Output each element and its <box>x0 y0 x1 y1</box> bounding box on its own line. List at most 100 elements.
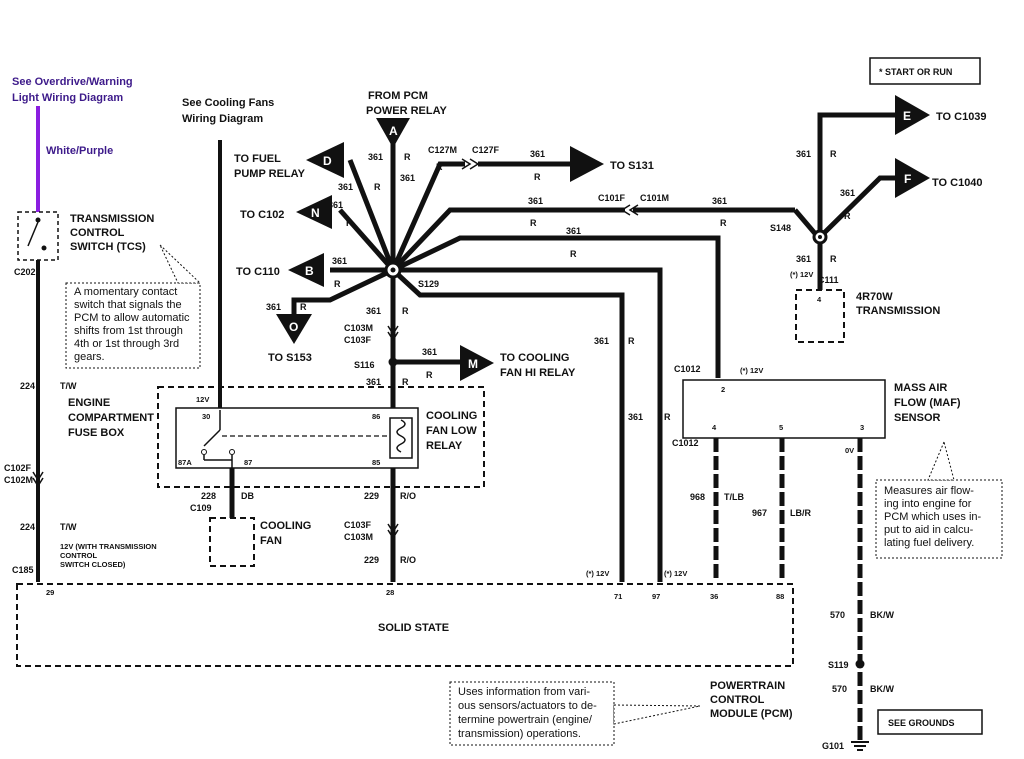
pcm-relay-line1: FROM PCM <box>368 90 428 102</box>
fuel-pump-relay-line1: TO FUEL <box>234 153 281 165</box>
transmission-box <box>795 289 845 343</box>
r-label: R <box>844 211 851 221</box>
pcm-pin-36: 36 <box>710 592 718 601</box>
trans-pin-label: 4 <box>817 295 822 304</box>
c103m-label: C103M <box>344 532 373 542</box>
c102m-label: C102M <box>4 475 33 485</box>
maf-line2: FLOW (MAF) <box>894 397 961 409</box>
wire-to-maf <box>391 235 721 378</box>
r-label: R <box>346 218 353 228</box>
circuit-361-label: 361 <box>840 188 855 198</box>
circuit-229-label: 229 <box>364 555 379 565</box>
overdrive-ref-line2: Light Wiring Diagram <box>12 92 123 104</box>
circuit-570-label: 570 <box>830 610 845 620</box>
pcm-note-line: termine powertrain (engine/ <box>458 714 593 726</box>
relay-contact-arm <box>203 429 221 447</box>
circuit-968-label: 968 <box>690 492 705 502</box>
circuit-570-label: 570 <box>832 684 847 694</box>
fuse-box-line2: COMPARTMENT <box>68 412 154 424</box>
bkw-label: BK/W <box>870 684 894 694</box>
tcs-voltage-line: SWITCH CLOSED) <box>60 560 126 569</box>
r-label: R <box>402 306 409 316</box>
pcm-pin-97: 97 <box>652 592 660 601</box>
circuit-228-label: 228 <box>201 491 216 501</box>
splice-s119 <box>855 659 865 669</box>
fuse-box-outline <box>157 386 485 488</box>
maf-pin-2: 2 <box>721 385 725 394</box>
ro-label: R/O <box>400 491 416 501</box>
maf-voltage-label: (*) 12V <box>740 366 763 375</box>
circuit-361-label: 361 <box>400 173 415 183</box>
c1012-label: C1012 <box>674 364 701 374</box>
tcs-note-line: switch that signals the <box>74 299 182 311</box>
r-label: R <box>374 182 381 192</box>
maf-pin-3: 3 <box>860 423 864 432</box>
to-s131-label: TO S131 <box>610 160 654 172</box>
trans-voltage-label: (*) 12V <box>790 270 813 279</box>
relay-coil <box>389 417 413 459</box>
circuit-361-label: 361 <box>422 347 437 357</box>
pin-86-label: 86 <box>372 412 380 421</box>
maf-note-line: lating fuel delivery. <box>884 537 974 549</box>
wire-to-fuel-pump-relay <box>347 159 396 271</box>
tw-label: T/W <box>60 522 77 532</box>
to-c1039-label: TO C1039 <box>936 111 987 123</box>
connector-f-letter: F <box>904 172 911 186</box>
maf-pin-4: 4 <box>712 423 717 432</box>
tcs-note-line: shifts from 1st through <box>74 325 183 337</box>
c127f-label: C127F <box>472 145 500 155</box>
c103m-label: C103M <box>344 323 373 333</box>
pcm-71-voltage: (*) 12V <box>586 569 609 578</box>
pin-87-label: 87 <box>244 458 252 467</box>
pcm-line1: POWERTRAIN <box>710 680 785 692</box>
pcm-note-line: ous sensors/actuators to de- <box>458 700 597 712</box>
maf-note-line: put to aid in calcu- <box>884 524 974 536</box>
wire-to-c102 <box>338 208 395 272</box>
fuel-pump-relay-line2: PUMP RELAY <box>234 168 306 180</box>
c202-label: C202 <box>14 267 36 277</box>
circuit-361-label: 361 <box>332 256 347 266</box>
overdrive-ref-line1: See Overdrive/Warning <box>12 76 133 88</box>
tlb-label: T/LB <box>724 492 744 502</box>
r-label: R <box>402 377 409 387</box>
pin-85-label: 85 <box>372 458 380 467</box>
relay-line1: COOLING <box>426 410 477 422</box>
circuit-361-label: 361 <box>366 306 381 316</box>
tcs-switch-contact <box>27 221 39 247</box>
r-label: R <box>404 152 411 162</box>
pcm-pin-88: 88 <box>776 592 784 601</box>
c111-label: C111 <box>818 275 839 285</box>
circuit-361-label: 361 <box>566 226 581 236</box>
connector-o-arrow <box>276 314 312 344</box>
white-purple-wire-label: White/Purple <box>46 145 113 157</box>
bkw-label: BK/W <box>870 610 894 620</box>
g101-label: G101 <box>822 741 844 751</box>
circuit-361-label: 361 <box>796 254 811 264</box>
r-label: R <box>664 412 671 422</box>
c127m-label: C127M <box>428 145 457 155</box>
relay-line2: FAN LOW <box>426 425 477 437</box>
c102f-label: C102F <box>4 463 32 473</box>
maf-note-line: Measures air flow- <box>884 485 974 497</box>
wire-to-s148 <box>391 207 625 272</box>
connector-e-letter: E <box>903 109 911 123</box>
pin-30-label: 30 <box>202 412 210 421</box>
wire-to-s153 <box>291 267 395 316</box>
tcs-note-line: gears. <box>74 351 105 363</box>
lbr-label: LB/R <box>790 508 811 518</box>
tcs-line1: TRANSMISSION <box>70 213 154 225</box>
r-label: R <box>300 302 307 312</box>
connector-e-arrow <box>895 95 930 135</box>
maf-sensor-box <box>682 379 886 439</box>
r-label: R <box>628 336 635 346</box>
circuit-361-label: 361 <box>328 200 343 210</box>
tcs-line2: CONTROL <box>70 227 125 239</box>
connector-b-arrow <box>288 253 324 287</box>
c103f-label: C103F <box>344 520 372 530</box>
tcs-line3: SWITCH (TCS) <box>70 241 146 253</box>
trans-line2: TRANSMISSION <box>856 305 940 317</box>
wire-to-c1039 <box>817 112 895 237</box>
start-or-run-box <box>869 57 981 85</box>
tcs-note-box <box>65 282 201 369</box>
